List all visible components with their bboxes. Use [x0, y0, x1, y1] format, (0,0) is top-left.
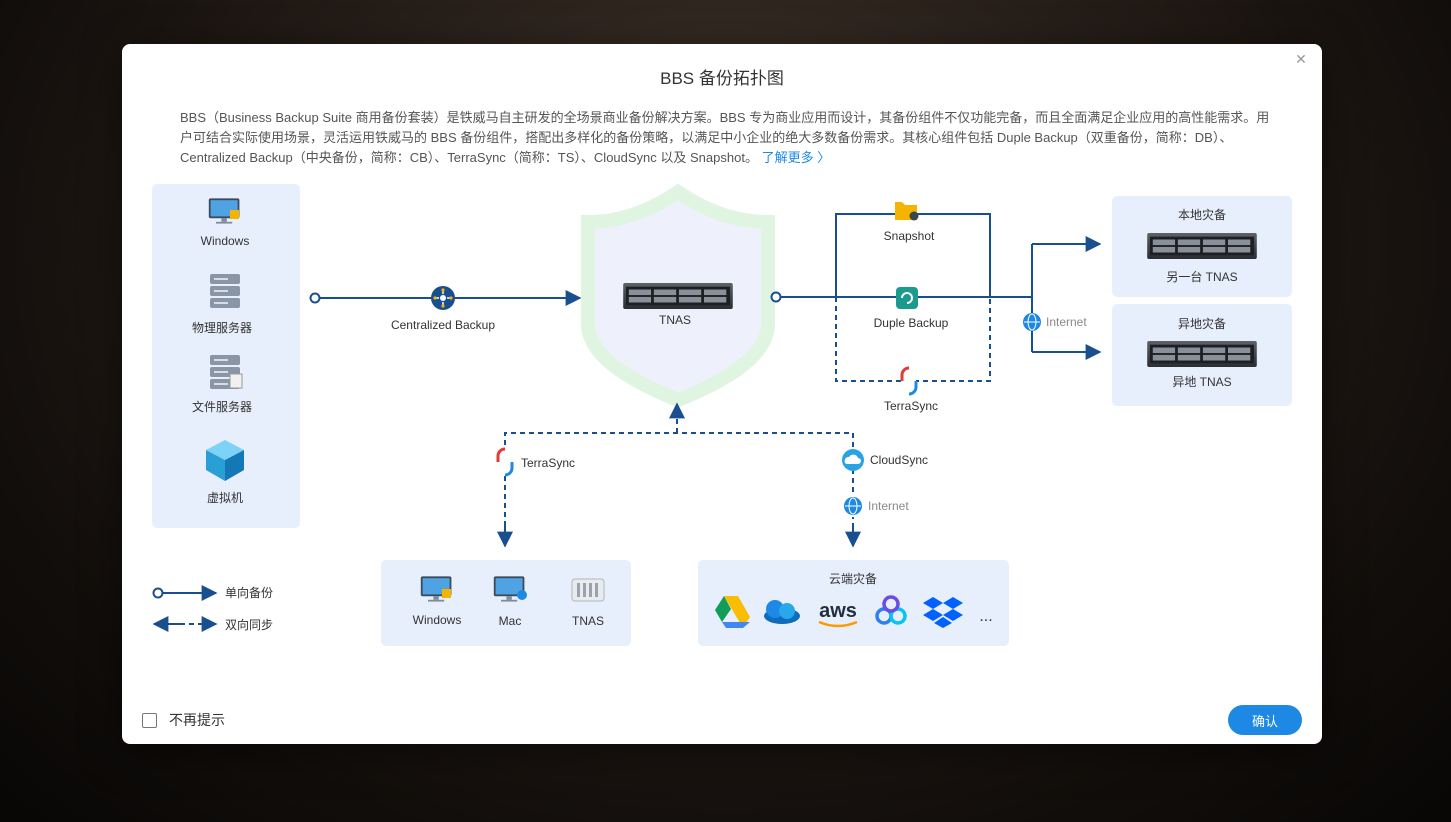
local-dr-label: 另一台 TNAS [1166, 269, 1237, 284]
legend: 单向备份 双向同步 [152, 585, 273, 632]
duple-backup-icon [896, 287, 918, 309]
legend-two-way: 双向同步 [225, 617, 273, 632]
learn-more-link[interactable]: 了解更多 〉 [761, 150, 831, 165]
terrasync-icon [900, 366, 918, 396]
terrasync-icon [496, 447, 514, 477]
vm-source[interactable]: 虚拟机 [206, 440, 244, 505]
tnas-client[interactable]: TNAS [571, 578, 605, 628]
dropbox-icon[interactable] [923, 597, 963, 628]
duple-backup-node[interactable]: Duple Backup [874, 287, 949, 330]
source-label: 物理服务器 [192, 320, 252, 335]
client-label: Windows [413, 613, 462, 627]
terrasync-bottom-node[interactable]: TerraSync [496, 447, 575, 477]
nas-box-icon [571, 578, 605, 602]
source-label: 虚拟机 [207, 491, 243, 505]
internet-label: Internet [1046, 315, 1087, 329]
cloudsync-label: CloudSync [870, 453, 928, 467]
right-link-group: Snapshot Duple Backup TerraSync Intern [770, 202, 1102, 413]
file-server-source[interactable]: 文件服务器 [192, 355, 252, 414]
remote-dr-label: 异地 TNAS [1172, 375, 1231, 389]
legend-dot [152, 587, 164, 599]
snapshot-node[interactable]: Snapshot [884, 202, 935, 243]
centralized-backup-link: Centralized Backup [309, 286, 582, 332]
centralized-backup-label: Centralized Backup [391, 318, 495, 332]
terrasync-label: TerraSync [884, 399, 938, 413]
file-document-icon [229, 373, 243, 389]
dont-show-label: 不再提示 [169, 712, 225, 728]
client-label: Mac [499, 614, 522, 628]
dont-show-again[interactable]: 不再提示 [142, 710, 225, 730]
snapshot-label: Snapshot [884, 229, 935, 243]
duple-backup-label: Duple Backup [874, 316, 949, 330]
internet-label: Internet [868, 499, 909, 513]
cloudsync-node[interactable]: CloudSync [842, 449, 928, 471]
physical-server-source[interactable]: 物理服务器 [192, 274, 252, 335]
topology-diagram: Windows 物理服务器 文件服务器 虚拟机 [152, 183, 1292, 646]
centralized-backup-icon [431, 286, 455, 310]
tnas-server-icon [623, 283, 733, 309]
windows-logo-icon [442, 589, 451, 598]
confirm-button[interactable]: 确认 [1228, 705, 1302, 735]
tnas-shield: TNAS [581, 183, 775, 408]
snapshot-dot-icon [909, 211, 919, 221]
close-icon[interactable]: ✕ [1295, 51, 1307, 67]
dialog-description: BBS（Business Backup Suite 商用备份套装）是铁威马自主研… [180, 108, 1270, 168]
clients-panel: Windows Mac TNAS [381, 560, 631, 646]
description-text: BBS（Business Backup Suite 商用备份套装）是铁威马自主研… [180, 110, 1270, 165]
nas-server-icon [1147, 233, 1257, 259]
dialog-title: BBS 备份拓扑图 [660, 69, 784, 88]
mac-client[interactable]: Mac [493, 576, 527, 628]
local-dr-title: 本地灾备 [1178, 207, 1226, 222]
server-rack-icon [210, 274, 240, 308]
bottom-sync-links: TerraSync CloudSync Internet [496, 402, 928, 548]
apple-logo-icon [517, 590, 527, 600]
cloud-dr-panel: 云端灾备 aws [698, 560, 1009, 646]
remote-dr-title: 异地灾备 [1178, 316, 1226, 331]
windows-logo-icon [230, 210, 239, 219]
google-drive-icon[interactable] [715, 596, 750, 628]
local-dr-panel: 本地灾备 另一台 TNAS [1112, 196, 1292, 297]
virtual-machine-cube-icon [206, 440, 244, 481]
sources-panel: Windows 物理服务器 文件服务器 虚拟机 [152, 184, 300, 528]
aws-icon[interactable]: aws [818, 600, 858, 628]
baidu-netdisk-icon[interactable] [875, 595, 907, 625]
topology-dialog: BBS 备份拓扑图 ✕ BBS（Business Backup Suite 商用… [122, 44, 1322, 744]
windows-source[interactable]: Windows [201, 198, 250, 248]
more-providers-icon[interactable]: ... [979, 608, 992, 625]
svg-text:aws: aws [819, 600, 857, 622]
remote-dr-panel: 异地灾备 异地 TNAS [1112, 304, 1292, 406]
nas-server-icon [1147, 341, 1257, 367]
endpoint-dot [309, 292, 321, 304]
legend-one-way: 单向备份 [225, 585, 273, 600]
center-label: TNAS [659, 313, 691, 327]
terrasync-right-node[interactable]: TerraSync [884, 366, 938, 413]
terrasync-label: TerraSync [521, 456, 575, 470]
endpoint-dot [770, 291, 782, 303]
windows-client[interactable]: Windows [413, 576, 462, 627]
cloud-dr-title: 云端灾备 [829, 571, 877, 586]
dont-show-checkbox[interactable] [142, 712, 157, 728]
internet-right-node: Internet [1023, 313, 1087, 331]
client-label: TNAS [572, 614, 604, 628]
onedrive-icon[interactable] [764, 600, 800, 624]
source-label: Windows [201, 234, 250, 248]
internet-bottom-node: Internet [843, 495, 909, 517]
source-label: 文件服务器 [192, 399, 252, 414]
